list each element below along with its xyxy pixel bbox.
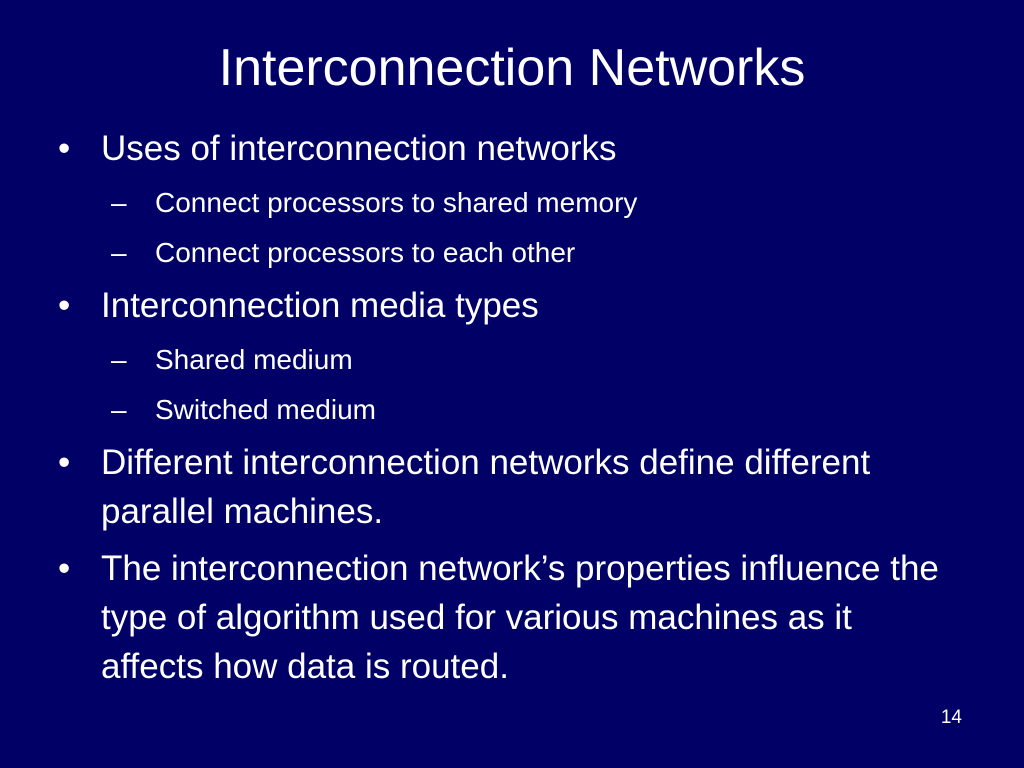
sub-bullet-marker: – [111,187,127,218]
sub-bullet-text: Shared medium [155,344,353,375]
bullet-marker: • [58,129,71,168]
sub-bullet-item: – Shared medium [111,340,958,380]
bullet-marker: • [58,443,71,482]
sub-bullet-marker: – [111,344,127,375]
slide-title: Interconnection Networks [218,39,806,97]
sub-bullet-item: – Connect processors to shared memory [111,183,958,223]
bullet-list: • Uses of interconnection networks – Con… [58,124,958,691]
slide-number: 14 [940,707,962,728]
sub-bullet-text: Switched medium [155,394,376,425]
bullet-text: Interconnection media types [101,286,539,325]
bullet-marker: • [58,549,71,588]
bullet-item: • Uses of interconnection networks – Con… [58,124,958,273]
bullet-text: The interconnection network’s properties… [101,549,939,686]
sub-bullet-item: – Switched medium [111,390,958,430]
sub-bullet-list: – Shared medium – Switched medium [101,340,958,430]
bullet-item: • Interconnection media types – Shared m… [58,281,958,430]
bullet-item: • Different interconnection networks def… [58,438,958,536]
sub-bullet-marker: – [111,394,127,425]
sub-bullet-list: – Connect processors to shared memory – … [101,183,958,273]
bullet-text: Uses of interconnection networks [101,129,617,168]
bullet-marker: • [58,286,71,325]
sub-bullet-text: Connect processors to shared memory [155,187,638,218]
bullet-text: Different interconnection networks defin… [101,443,871,531]
sub-bullet-marker: – [111,237,127,268]
sub-bullet-item: – Connect processors to each other [111,233,958,273]
bullet-item: • The interconnection network’s properti… [58,544,958,691]
sub-bullet-text: Connect processors to each other [155,237,576,268]
